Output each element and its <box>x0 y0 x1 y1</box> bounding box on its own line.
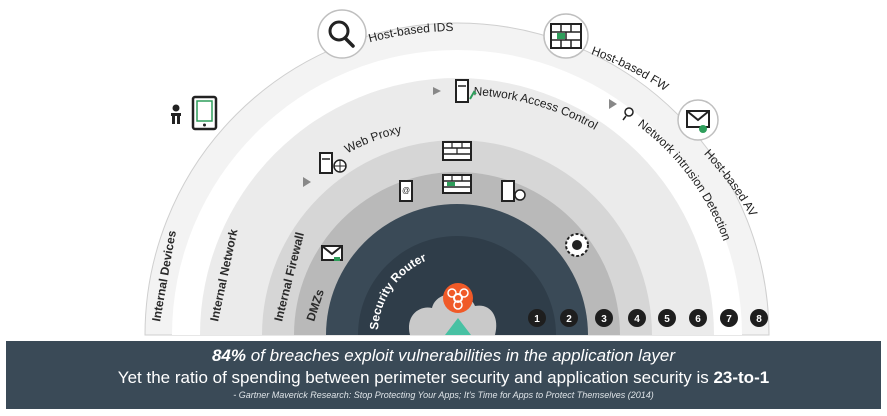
svg-text:7: 7 <box>726 314 732 325</box>
email-server-icon: @ <box>399 180 413 202</box>
ring-number-7: 7 <box>720 309 738 327</box>
ratio-value: 23-to-1 <box>713 368 770 387</box>
ring-number-1: 1 <box>528 309 546 327</box>
user-icon <box>171 104 181 124</box>
biohazard-icon <box>443 283 473 313</box>
firewall-icon <box>543 13 589 59</box>
banner-headline: 84% of breaches exploit vulnerabilities … <box>6 346 881 366</box>
ring-number-6: 6 <box>689 309 707 327</box>
ring-numbers: 1 2 3 4 5 6 7 8 <box>528 309 768 327</box>
svg-text:8: 8 <box>756 314 762 325</box>
svg-text:1: 1 <box>534 314 540 325</box>
mail-icon-dmz <box>321 245 343 261</box>
svg-text:2: 2 <box>566 314 572 325</box>
ring-number-4: 4 <box>628 309 646 327</box>
svg-text:@: @ <box>402 186 410 195</box>
search-icon <box>317 9 367 59</box>
ring-number-8: 8 <box>750 309 768 327</box>
firewall-icon-dmz <box>442 174 472 194</box>
globe-icon <box>565 233 589 257</box>
mail-icon <box>677 99 719 141</box>
server-icon <box>433 79 477 103</box>
search-small-icon <box>609 99 634 121</box>
banner-ratio-line: Yet the ratio of spending between perime… <box>6 368 881 388</box>
firewall-icon-ring <box>442 141 472 161</box>
ratio-text: Yet the ratio of spending between perime… <box>117 368 714 387</box>
tablet-icon <box>191 95 218 131</box>
ring-number-5: 5 <box>658 309 676 327</box>
web-server-icon <box>501 180 526 202</box>
ring-number-2: 2 <box>560 309 578 327</box>
svg-text:4: 4 <box>634 314 640 325</box>
banner-citation: - Gartner Maverick Research: Stop Protec… <box>233 390 654 400</box>
web-proxy-icon <box>303 152 347 187</box>
svg-text:6: 6 <box>695 314 701 325</box>
svg-text:5: 5 <box>664 314 670 325</box>
defense-in-depth-diagram: Internal Devices Internal Network Intern… <box>144 9 770 336</box>
summary-banner: 84% of breaches exploit vulnerabilities … <box>6 341 881 409</box>
cloud-icon <box>409 293 497 335</box>
svg-text:3: 3 <box>601 314 607 325</box>
breach-percent: 84% <box>211 346 246 365</box>
ring-number-3: 3 <box>595 309 613 327</box>
breach-text: of breaches exploit vulnerabilities in t… <box>246 346 676 365</box>
